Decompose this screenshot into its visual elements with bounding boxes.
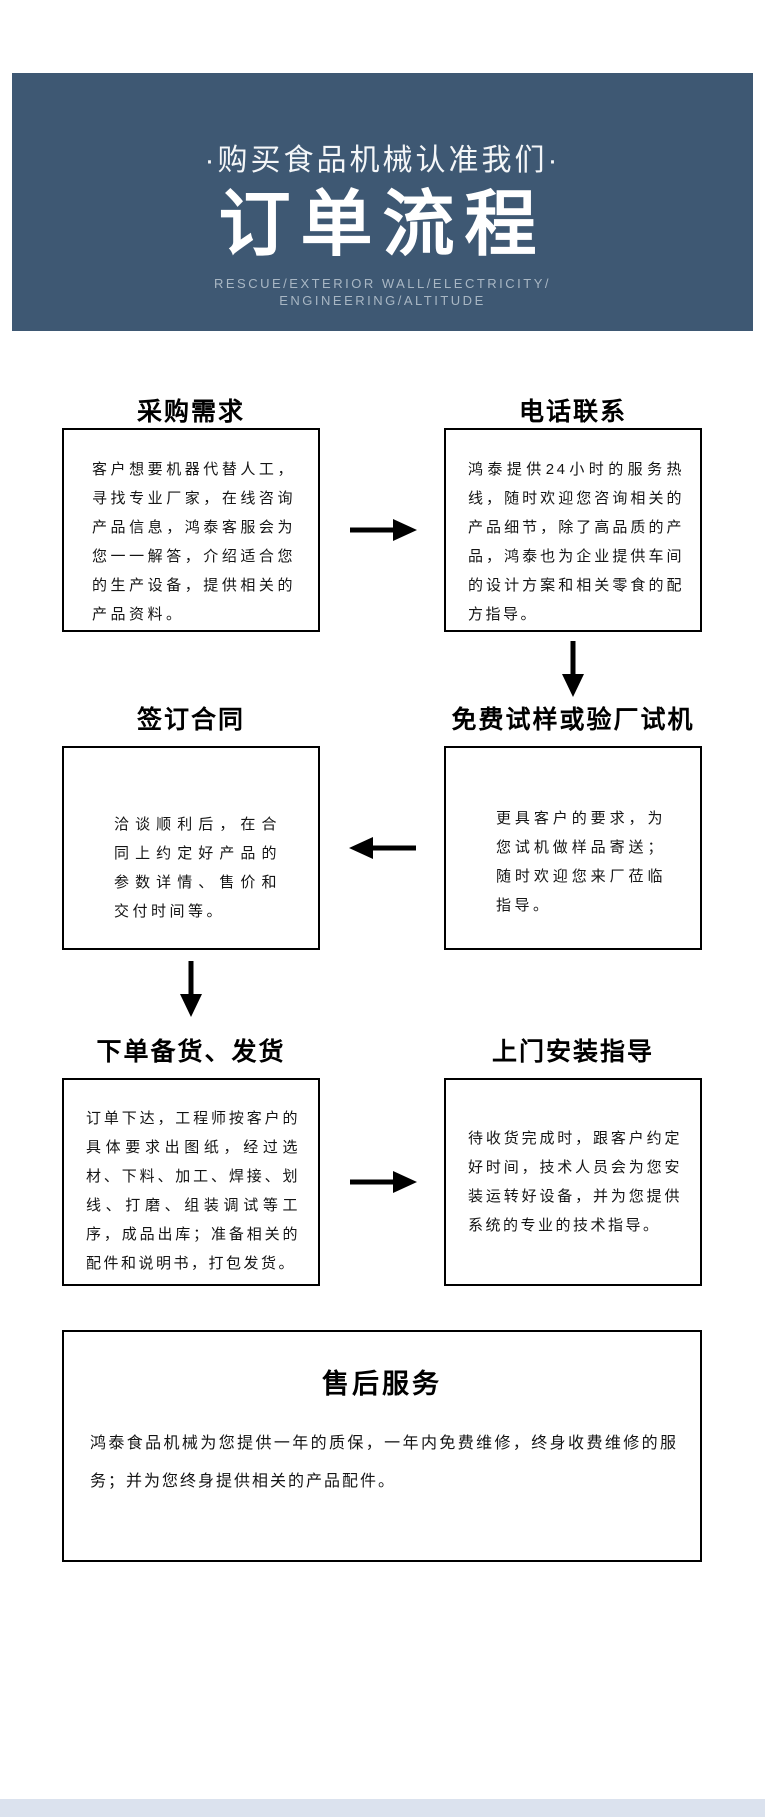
step-description: 洽谈顺利后，在合同上约定好产品的参数详情、售价和交付时间等。	[114, 816, 280, 920]
after-sales-box: 售后服务 鸿泰食品机械为您提供一年的质保，一年内免费维修，终身收费维修的服务；并…	[62, 1330, 702, 1562]
step-box-sign-contract: 洽谈顺利后，在合同上约定好产品的参数详情、售价和交付时间等。	[62, 746, 320, 950]
step-box-prepare-ship: 订单下达，工程师按客户的具体要求出图纸，经过选材、下料、加工、焊接、划线、打磨、…	[62, 1078, 320, 1286]
step-description: 更具客户的要求，为您试机做样品寄送；随时欢迎您来厂莅临指导。	[496, 810, 666, 914]
step-title-purchase-demand: 采购需求	[136, 398, 245, 426]
page-title: 订单流程	[218, 185, 547, 265]
step-title-free-trial: 免费试样或验厂试机	[451, 706, 695, 734]
header-subtitle-line1: RESCUE/EXTERIOR WALL/ELECTRICITY/	[213, 276, 551, 291]
step-title-phone-contact: 电话联系	[518, 398, 627, 426]
step-box-phone-contact: 鸿泰提供24小时的服务热线，随时欢迎您咨询相关的产品细节，除了高品质的产品，鸿泰…	[444, 428, 702, 632]
header-tagline: ·购买食品机械认准我们·	[204, 144, 561, 177]
step-description: 待收货完成时，跟客户约定好时间，技术人员会为您安装运转好设备，并为您提供系统的专…	[468, 1130, 682, 1234]
step-title-onsite-install: 上门安装指导	[491, 1038, 654, 1066]
arrow-right-icon	[349, 517, 417, 548]
footer-strip	[0, 1799, 765, 1817]
arrow-down-icon	[560, 640, 586, 703]
after-sales-title: 售后服务	[322, 1369, 442, 1399]
arrow-down-icon	[178, 960, 204, 1023]
arrow-left-icon	[349, 835, 417, 866]
header-banner: ·购买食品机械认准我们· 订单流程 RESCUE/EXTERIOR WALL/E…	[12, 73, 753, 331]
step-box-free-trial: 更具客户的要求，为您试机做样品寄送；随时欢迎您来厂莅临指导。	[444, 746, 702, 950]
step-description: 客户想要机器代替人工，寻找专业厂家，在线咨询产品信息，鸿泰客服会为您一一解答，介…	[92, 461, 296, 623]
after-sales-description: 鸿泰食品机械为您提供一年的质保，一年内免费维修，终身收费维修的服务；并为您终身提…	[90, 1435, 678, 1490]
step-box-onsite-install: 待收货完成时，跟客户约定好时间，技术人员会为您安装运转好设备，并为您提供系统的专…	[444, 1078, 702, 1286]
header-subtitle-line2: ENGINEERING/ALTITUDE	[279, 293, 486, 308]
step-description: 鸿泰提供24小时的服务热线，随时欢迎您咨询相关的产品细节，除了高品质的产品，鸿泰…	[468, 461, 684, 623]
step-description: 订单下达，工程师按客户的具体要求出图纸，经过选材、下料、加工、焊接、划线、打磨、…	[86, 1110, 300, 1272]
step-title-prepare-ship: 下单备货、发货	[96, 1038, 286, 1066]
step-box-purchase-demand: 客户想要机器代替人工，寻找专业厂家，在线咨询产品信息，鸿泰客服会为您一一解答，介…	[62, 428, 320, 632]
arrow-right-icon	[349, 1169, 417, 1200]
step-title-sign-contract: 签订合同	[136, 706, 245, 734]
